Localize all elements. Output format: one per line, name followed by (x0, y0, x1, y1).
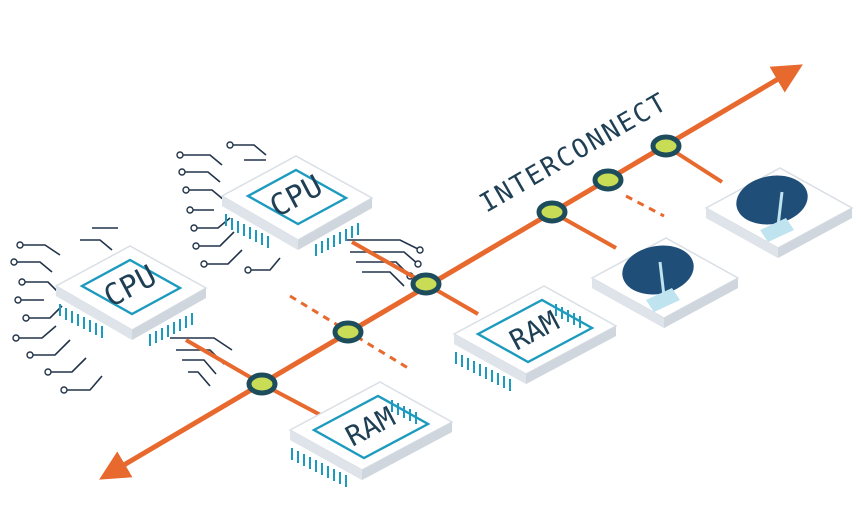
ram-module-1: RAM (288, 381, 454, 487)
ram-module-2: RAM (452, 285, 618, 391)
bus-node (246, 372, 278, 396)
gauge-module-2 (704, 167, 854, 258)
gauge-dial-icon (736, 175, 808, 225)
bus-node (536, 200, 568, 224)
gauge-needle-icon (760, 218, 794, 242)
cpu-chip-1: CPU (54, 245, 208, 346)
gauge-module-1 (590, 237, 740, 328)
bus-node (650, 134, 682, 158)
bus-nodes (246, 134, 682, 396)
cpu-chip-2: CPU (220, 155, 374, 256)
gauge-needle-icon (646, 288, 680, 312)
cpu-traces (14, 144, 421, 391)
gauge-dial-icon (622, 245, 694, 295)
bus-node (332, 320, 364, 344)
bus-node (592, 168, 624, 192)
bus-node (410, 272, 442, 296)
